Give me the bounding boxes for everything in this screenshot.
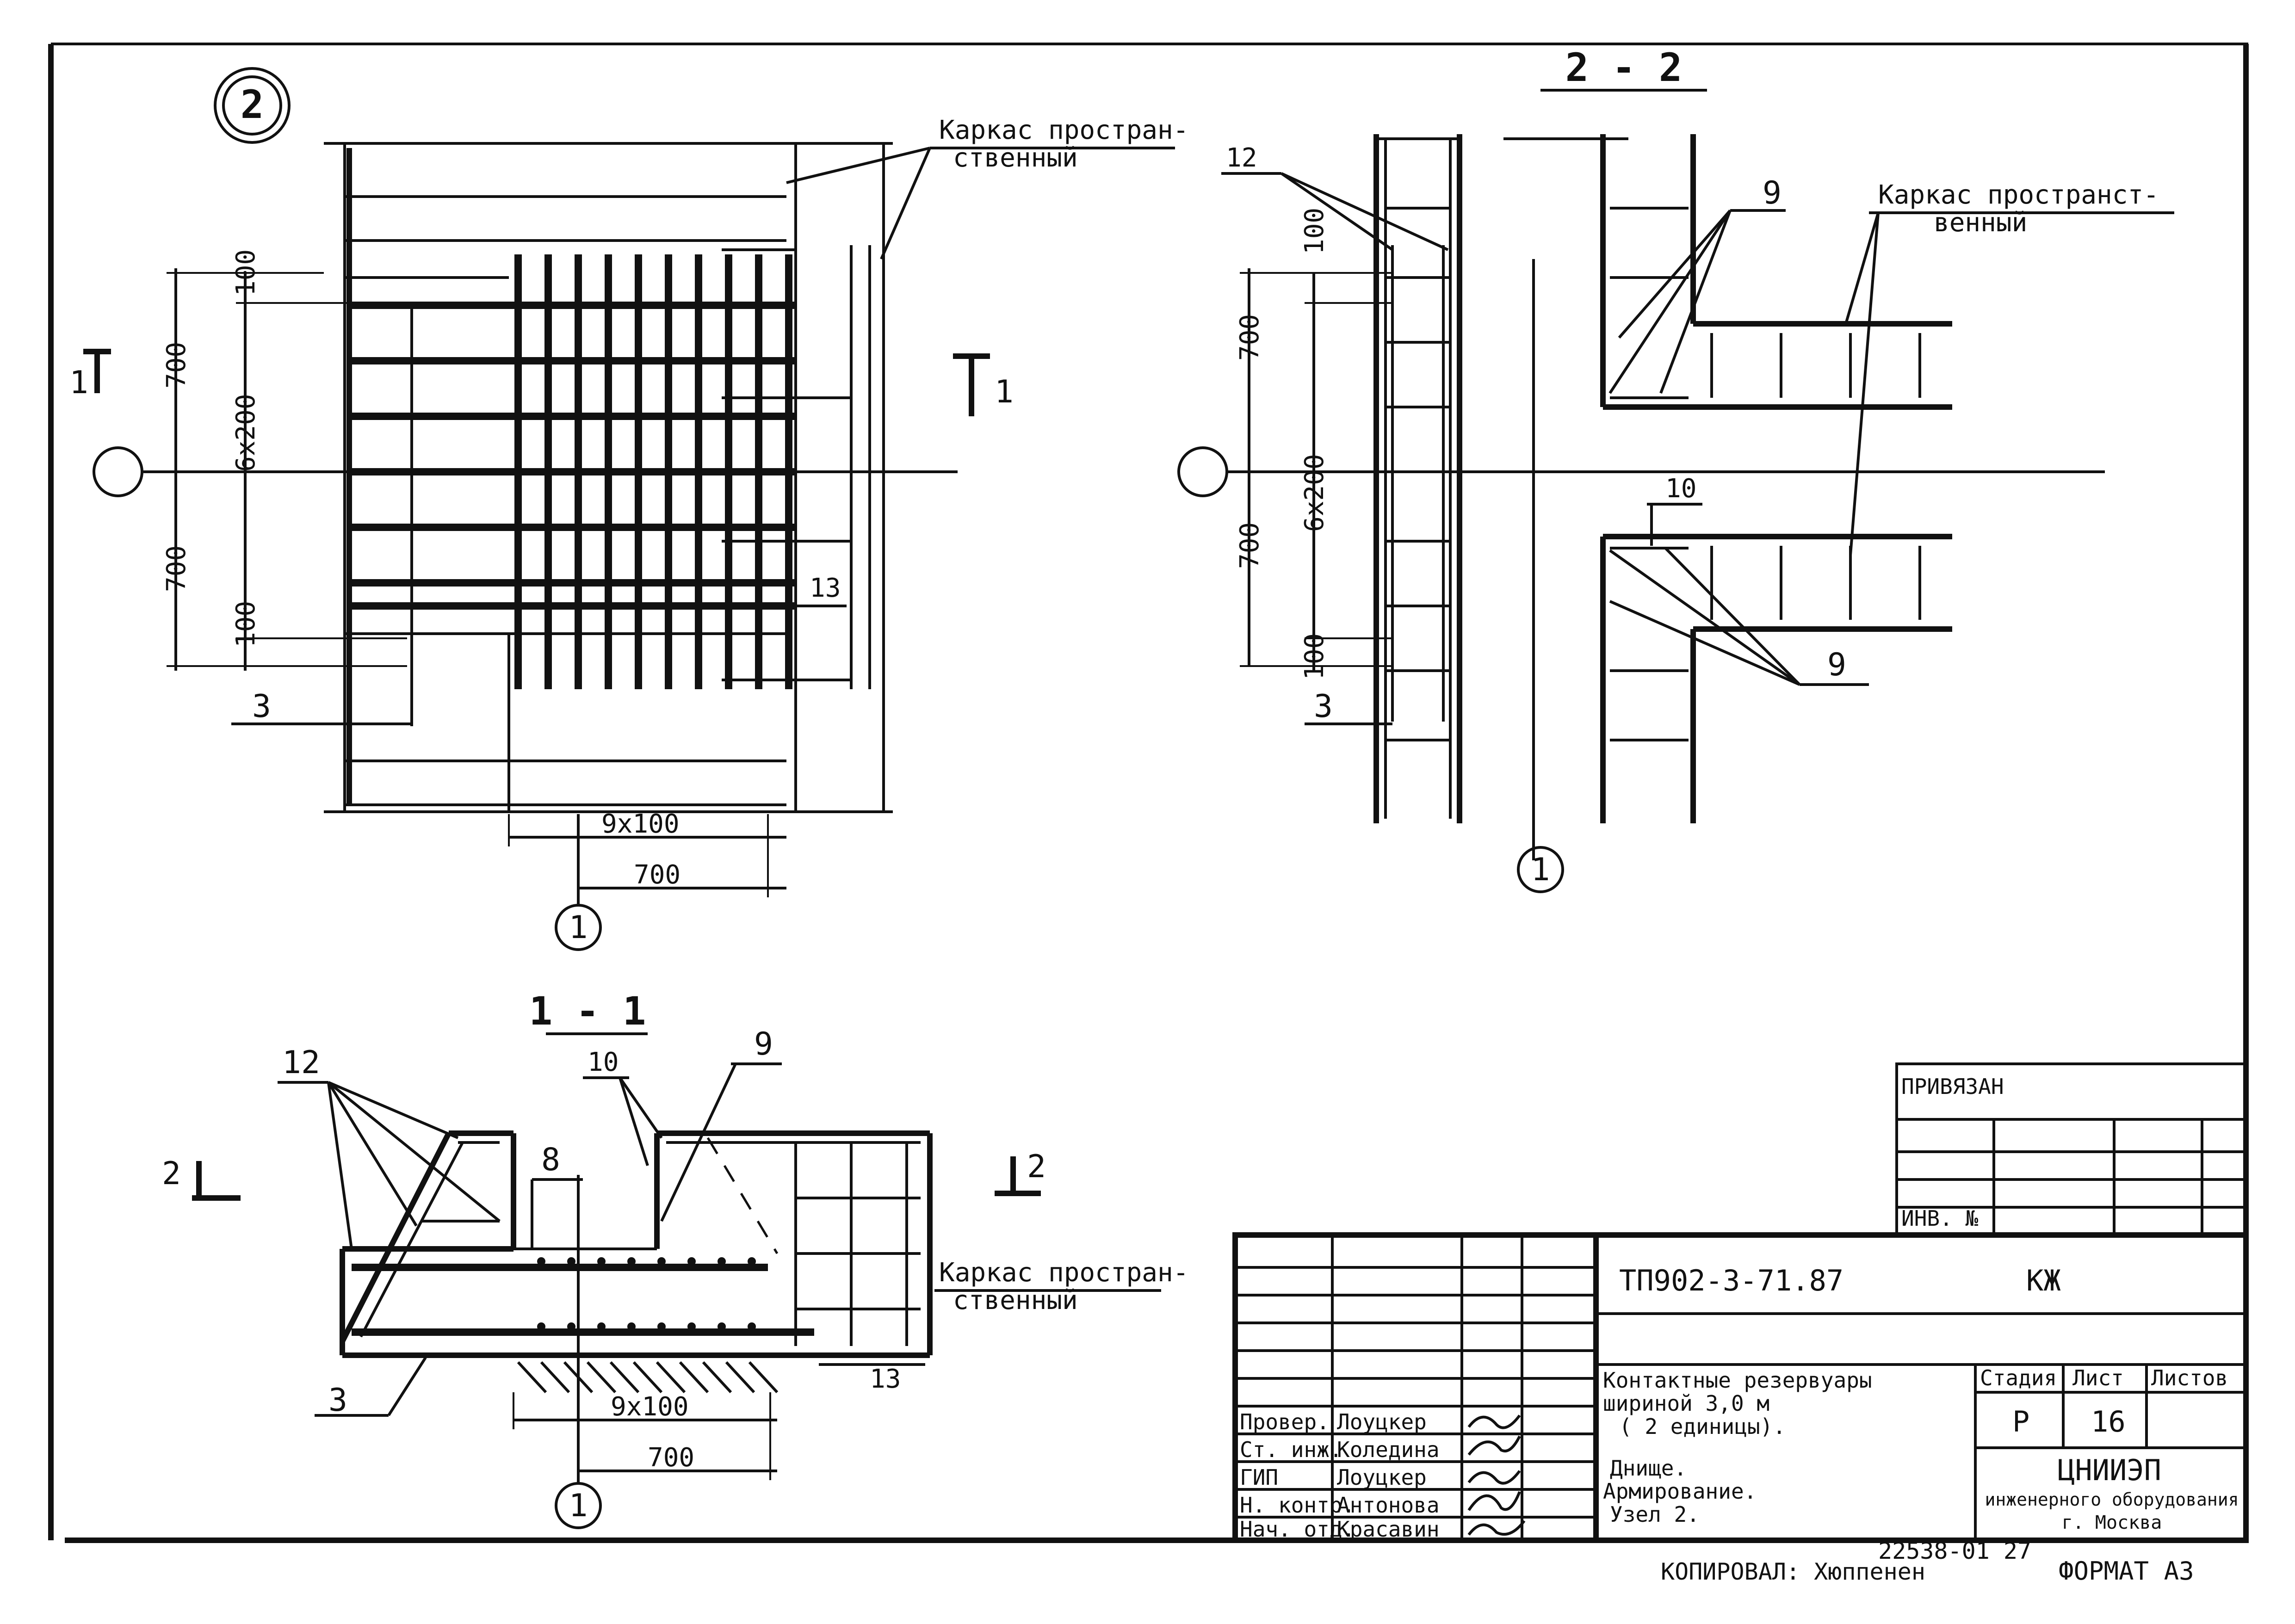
plan-pos-3: 3 <box>252 688 271 725</box>
section11-axis-label: 1 <box>569 1488 588 1524</box>
section-2-2: 2 - 2 <box>1177 45 2174 893</box>
plan-dim-100-top: 100 <box>231 249 261 296</box>
desc-line-6: Узел 2. <box>1610 1502 1700 1527</box>
section22-axis-label: 1 <box>1531 852 1550 888</box>
stage-header: Стадия <box>1980 1365 2057 1390</box>
section22-pos-10: 10 <box>1665 474 1696 504</box>
plan-pos-13: 13 <box>810 573 841 603</box>
plan-axis-label: 1 <box>569 909 588 946</box>
plan-dim-6x200: 6х200 <box>231 394 261 472</box>
sheet-footer: КОПИРОВАЛ: Хюппенен 22538-01 27 ФОРМАТ А… <box>1661 1538 2194 1586</box>
footer-number: 22538-01 27 <box>1878 1538 2031 1564</box>
org-line-2: инженерного оборудования <box>1985 1489 2239 1510</box>
section-1-1: 1 - 1 <box>162 988 1188 1529</box>
stage-value: Р <box>2012 1405 2029 1439</box>
section11-title: 1 - 1 <box>529 988 646 1034</box>
sheet-frame <box>48 43 2249 1543</box>
sheets-header: Листов <box>2151 1365 2228 1390</box>
title-block: ПРИВЯЗАН ИНВ. № Провер. Лоуцкер Ст. инж.… <box>1232 1062 2249 1543</box>
signer-name-1: Коледина <box>1337 1437 1440 1462</box>
signature-4 <box>1467 1520 1526 1536</box>
section22-title: 2 - 2 <box>1565 45 1683 90</box>
section22-dim-6x200: 6х200 <box>1299 454 1330 532</box>
sheet-value: 16 <box>2091 1405 2126 1439</box>
plan-section-mark-left: 1 <box>69 364 88 401</box>
plan-dim-700: 700 <box>634 860 680 890</box>
plan-view: 2 <box>69 67 1188 951</box>
section22-dim-100-bottom: 100 <box>1299 633 1330 680</box>
section11-pos-12: 12 <box>282 1044 320 1081</box>
section11-frame-label-1: Каркас простран- <box>939 1258 1188 1288</box>
signer-role-3: Н. контр. <box>1240 1493 1355 1518</box>
section22-pos-12: 12 <box>1226 143 1257 173</box>
signer-name-3: Антонова <box>1337 1493 1440 1518</box>
sheet-header: Лист <box>2072 1365 2124 1390</box>
plan-dim-100-bottom: 100 <box>231 601 261 648</box>
signer-role-4: Нач. отд. <box>1240 1517 1355 1542</box>
section11-pos-8: 8 <box>541 1142 560 1178</box>
inv-no-label: ИНВ. № <box>1901 1206 1978 1231</box>
plan-dim-700-bottom: 700 <box>161 545 192 592</box>
section11-mark-left: 2 <box>162 1155 181 1192</box>
signer-role-2: ГИП <box>1240 1465 1278 1490</box>
signature-0 <box>1467 1414 1521 1429</box>
plan-dim-9x100: 9х100 <box>601 809 680 839</box>
section11-pos-3: 3 <box>328 1382 347 1419</box>
footer-format: ФОРМАТ А3 <box>2059 1556 2194 1586</box>
section11-dim-9x100: 9х100 <box>611 1392 689 1422</box>
section22-dim-100-top: 100 <box>1299 208 1330 254</box>
signature-2 <box>1467 1470 1521 1485</box>
org-line-3: г. Москва <box>2062 1512 2162 1533</box>
section11-pos-10: 10 <box>588 1047 619 1077</box>
desc-line-4: Днище. <box>1610 1456 1687 1481</box>
signer-name-0: Лоуцкер <box>1337 1409 1427 1434</box>
desc-line-2: шириной 3,0 м <box>1603 1391 1769 1416</box>
section22-frame-label-1: Каркас пространст- <box>1878 180 2159 210</box>
signer-name-4: Красавин <box>1337 1517 1440 1542</box>
section22-pos-3: 3 <box>1314 688 1333 725</box>
plan-dim-700-top: 700 <box>161 342 192 389</box>
desc-line-1: Контактные резервуары <box>1603 1368 1872 1393</box>
section22-pos-9-bottom: 9 <box>1827 647 1846 683</box>
section22-dim-700-bottom: 700 <box>1235 522 1265 569</box>
signature-3 <box>1467 1491 1521 1511</box>
section11-pos-13: 13 <box>870 1364 901 1394</box>
section11-pos-9: 9 <box>754 1026 773 1062</box>
node-number: 2 <box>241 82 264 127</box>
section22-pos-9-top: 9 <box>1763 175 1782 211</box>
signature-1 <box>1467 1435 1521 1456</box>
plan-frame-label-1: Каркас простран- <box>939 115 1188 145</box>
desc-line-5: Армирование. <box>1603 1479 1757 1504</box>
signer-role-0: Провер. <box>1240 1409 1330 1434</box>
section11-mark-right: 2 <box>1027 1149 1046 1185</box>
privyazan-label: ПРИВЯЗАН <box>1901 1074 2004 1099</box>
signer-role-1: Ст. инж. <box>1240 1437 1342 1462</box>
signer-name-2: Лоуцкер <box>1337 1465 1427 1490</box>
section22-dim-700-top: 700 <box>1235 314 1265 361</box>
desc-line-3: ( 2 единицы). <box>1619 1414 1786 1439</box>
doc-mark: КЖ <box>2026 1264 2061 1297</box>
org-line-1: ЦНИИЭП <box>2058 1453 2161 1487</box>
section11-dim-700: 700 <box>648 1443 694 1473</box>
plan-section-mark-right: 1 <box>995 374 1014 410</box>
footer-copied-by: КОПИРОВАЛ: Хюппенен <box>1661 1558 1925 1585</box>
doc-code: ТП902-3-71.87 <box>1619 1264 1843 1297</box>
